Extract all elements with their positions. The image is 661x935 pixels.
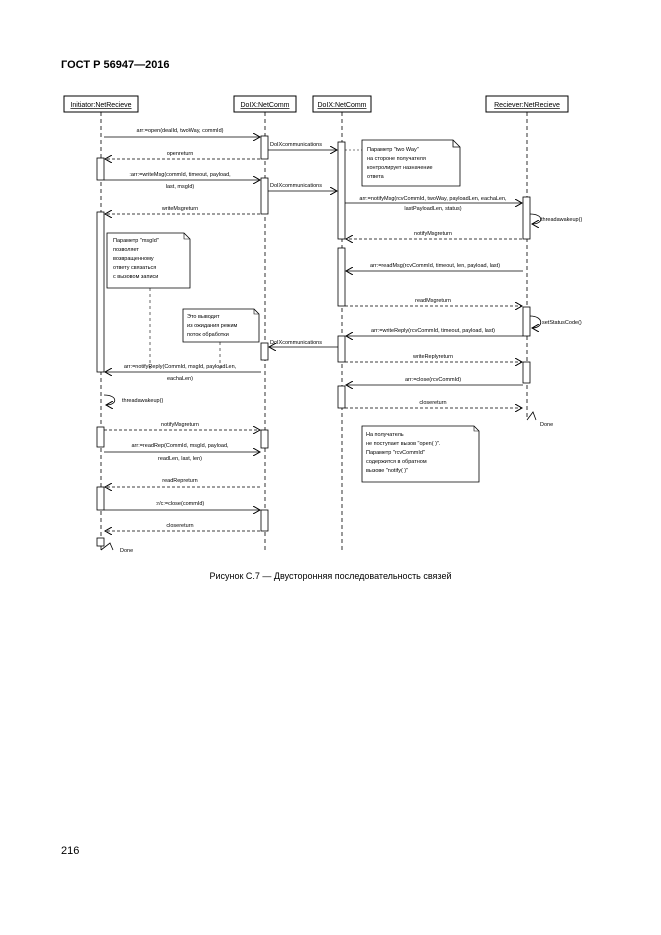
message-label: :r/c:=close(commId) xyxy=(156,501,205,507)
message-label: setStatusCode() xyxy=(542,320,582,326)
message-label: DoIXcommunications xyxy=(270,340,322,346)
message-label: arr:=open(dealId, twoWay, commId) xyxy=(137,128,224,134)
message-label: Done xyxy=(120,548,133,554)
participant-label: Reciever:NetRecieve xyxy=(494,102,560,109)
message-label: readMsgreturn xyxy=(415,298,451,304)
message-label: eachaLen) xyxy=(167,376,193,382)
message-label: writeMsgreturn xyxy=(161,206,198,212)
note-line: Параметр "two Way" xyxy=(367,147,419,153)
note-wakeup: Это выводит из ожидания режим поток обра… xyxy=(182,308,260,372)
message-label: :arr:=writeMsg(commId, timeout, payload, xyxy=(129,172,231,178)
message-label: last, msgId) xyxy=(166,184,195,190)
note-line: содержится в обратном xyxy=(366,459,427,465)
note-open-call: На получатель не поступает вызов "open( … xyxy=(361,425,480,483)
message-label: readLen, last, len) xyxy=(158,456,202,462)
participant-label: Initiator:NetRecieve xyxy=(70,102,131,109)
figure-caption: Рисунок С.7 — Двусторонняя последователь… xyxy=(209,571,452,581)
message-label: Done xyxy=(540,422,553,428)
message-label: lastPayloadLen, status) xyxy=(404,206,461,212)
message-label: arr:=close(rcvCommId) xyxy=(405,377,461,383)
note-line: Параметр "rcvCommId" xyxy=(366,450,425,456)
note-line: с вызовом записи xyxy=(113,274,158,280)
note-two-way: Параметр "two Way" на стороне получателя… xyxy=(345,139,461,187)
note-line: возвращенному xyxy=(113,256,154,262)
note-line: позволяет xyxy=(113,247,139,253)
note-line: контролирует назначение xyxy=(367,165,433,171)
message-label: openreturn xyxy=(167,151,194,157)
activation-bars xyxy=(96,135,531,547)
note-line: на стороне получателя xyxy=(367,156,426,162)
note-line: ответа xyxy=(367,174,385,180)
message-label: readRepreturn xyxy=(162,478,197,484)
page-number: 216 xyxy=(61,845,80,857)
note-line: вызове "notify( )" xyxy=(366,468,408,474)
document-header: ГОСТ Р 56947—2016 xyxy=(61,59,170,71)
message-label: arr:=notifyMsg(rcvCommId, twoWay, payloa… xyxy=(359,196,507,202)
message-label: writeReplyreturn xyxy=(412,354,453,360)
note-line: поток обработки xyxy=(187,332,229,338)
message-label: arr:=writeReply(rcvCommId, timeout, payl… xyxy=(371,328,495,334)
participant-label: DoIX:NetComm xyxy=(317,102,366,109)
note-msgid: Параметр "msgId" позволяет возвращенному… xyxy=(106,232,191,372)
message-label: arr:=readRep(CommId, msgId, payload, xyxy=(131,443,229,449)
note-line: Это выводит xyxy=(187,314,220,320)
note-line: ответу связаться xyxy=(113,265,156,271)
message-label: DoIXcommunications xyxy=(270,183,322,189)
note-line: На получатель xyxy=(366,432,404,438)
message-label: notifyMsgreturn xyxy=(161,422,199,428)
note-line: Параметр "msgId" xyxy=(113,238,159,244)
message-label: threadawakeup() xyxy=(122,398,163,404)
message-label: DoIXcommunications xyxy=(270,142,322,148)
participant-label: DoIX:NetComm xyxy=(240,102,289,109)
message-label: arr:=notifyReply(CommId, msgId, payloadL… xyxy=(124,364,237,370)
message-label: closereturn xyxy=(166,523,193,529)
message-label: closereturn xyxy=(419,400,446,406)
note-line: из ожидания режим xyxy=(187,323,238,329)
message-label: arr:=readMsg(rcvCommId, timeout, len, pa… xyxy=(370,263,500,269)
message-label: threadawakeup() xyxy=(541,217,582,223)
message-label: notifyMsgreturn xyxy=(414,231,452,237)
note-line: не поступает вызов "open( )". xyxy=(366,441,441,447)
messages xyxy=(100,137,542,551)
